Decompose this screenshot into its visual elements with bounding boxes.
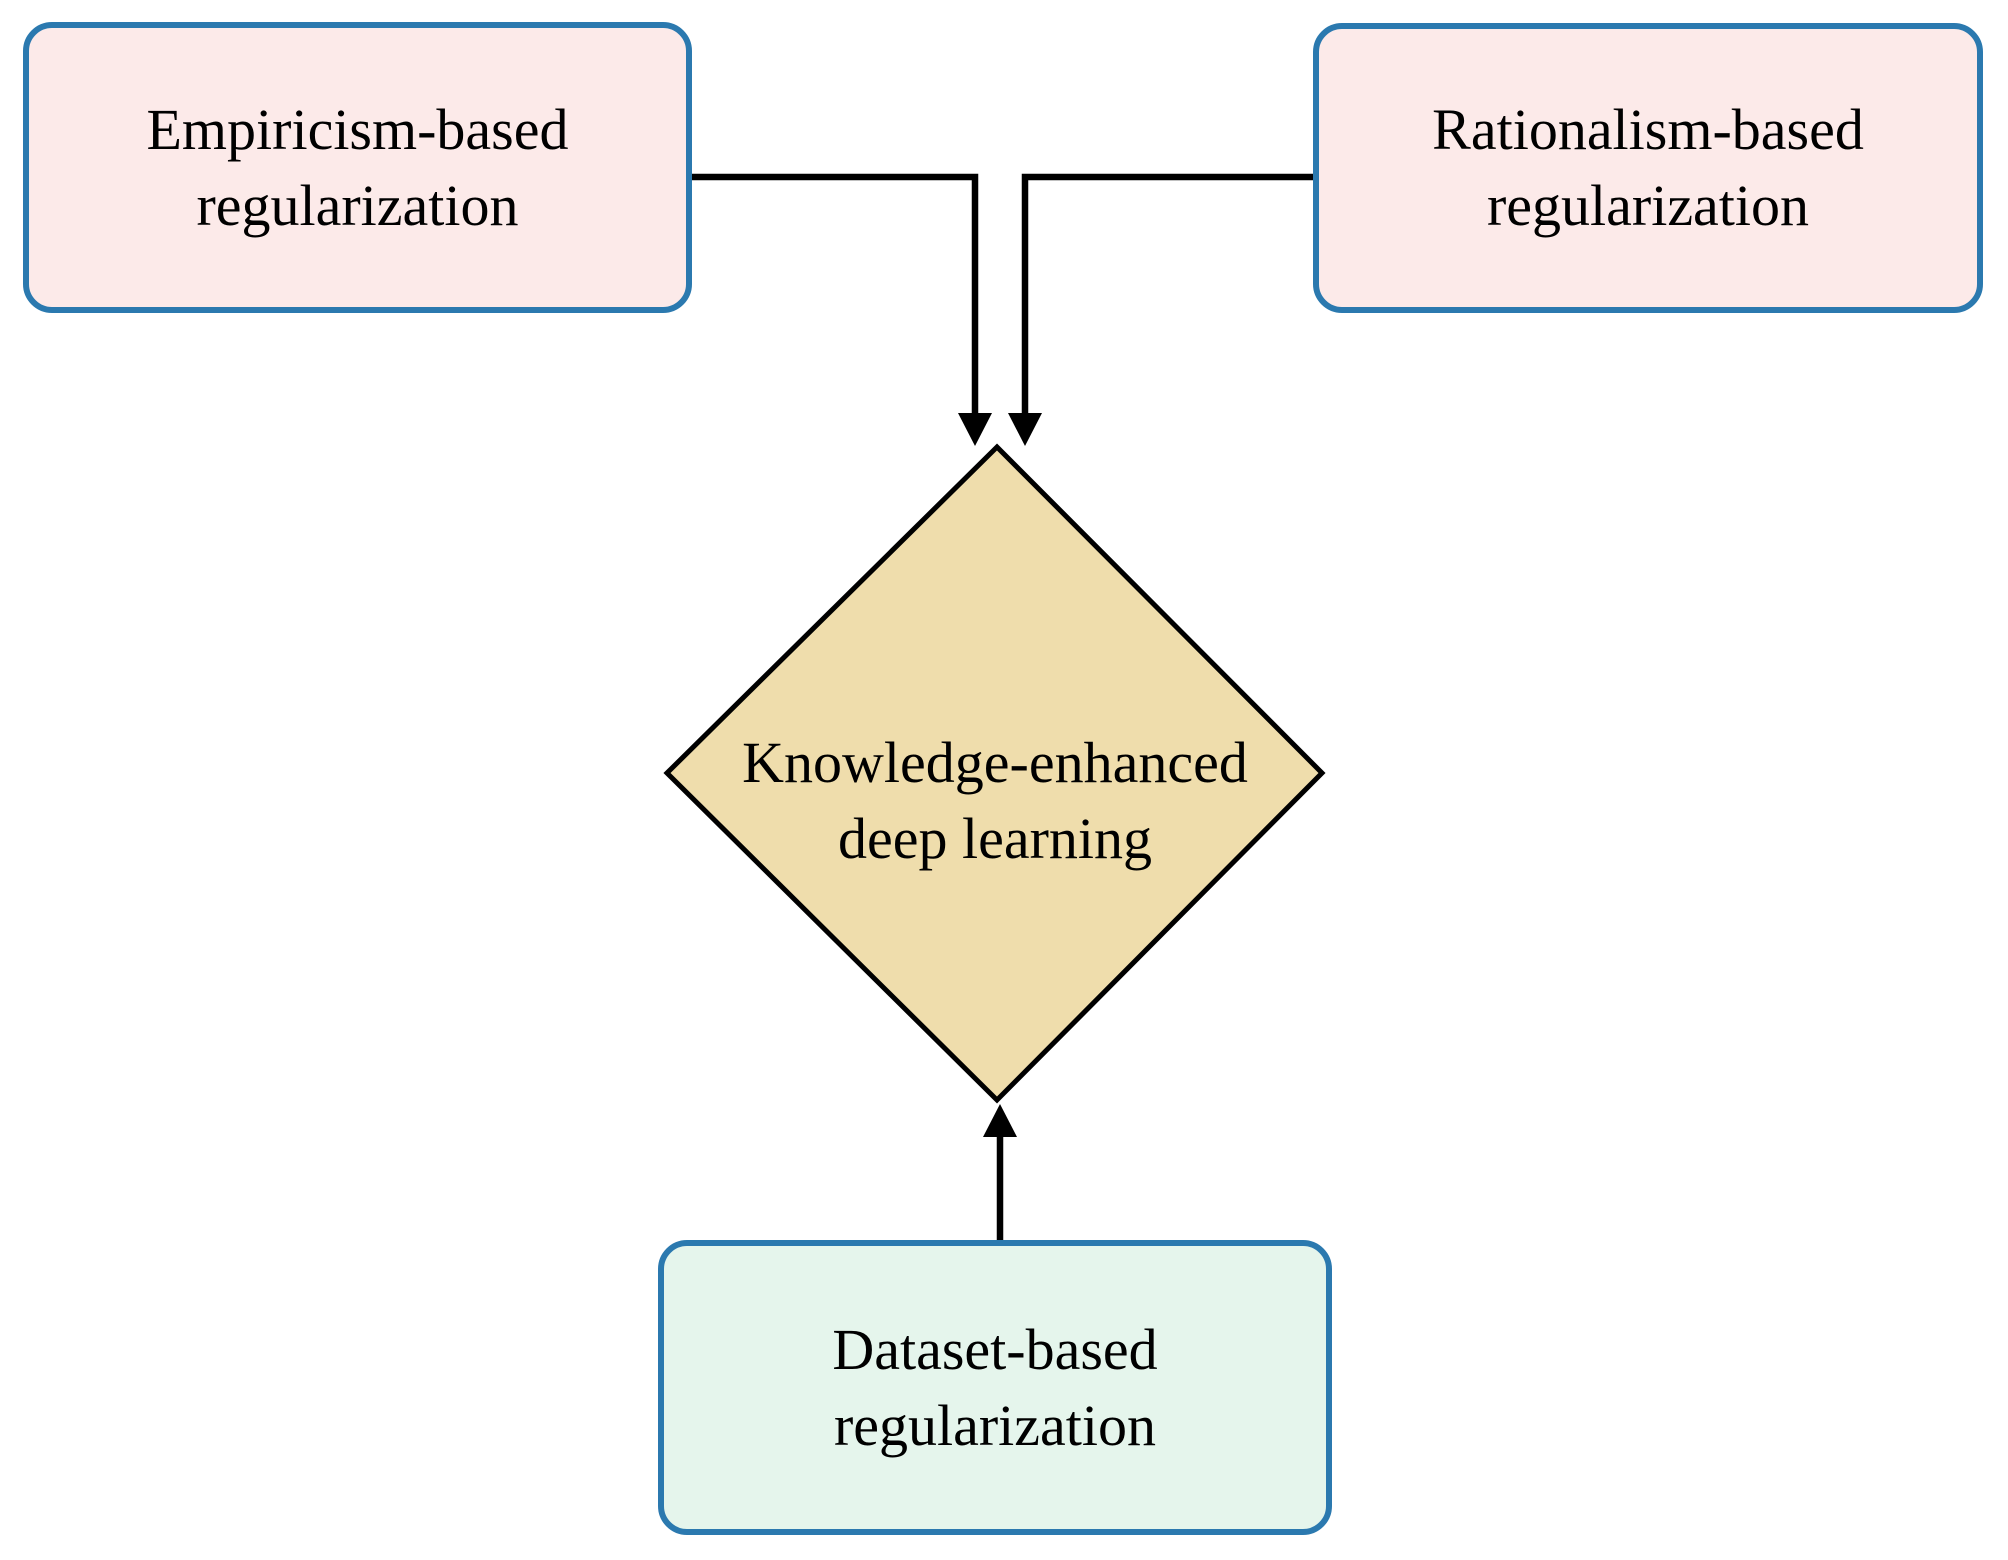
edge-empiricism-arrowhead-down-icon (958, 413, 992, 446)
edge-dataset-arrowhead-up-icon (983, 1104, 1017, 1137)
rationalism-box-shape (1313, 23, 1983, 313)
edge-dataset-to-kedl (983, 1104, 1017, 1244)
edge-rationalism-arrowhead-down-icon (1008, 413, 1042, 446)
empiricism-box-shape (23, 22, 692, 313)
dataset-box-shape (658, 1240, 1332, 1535)
edge-rationalism-to-kedl (1008, 173, 1316, 446)
edge-empiricism-to-kedl (690, 173, 992, 446)
edge-rationalism-line (1021, 173, 1316, 414)
kedl-diamond-shape (663, 443, 1326, 1104)
edge-empiricism-line (690, 173, 979, 414)
